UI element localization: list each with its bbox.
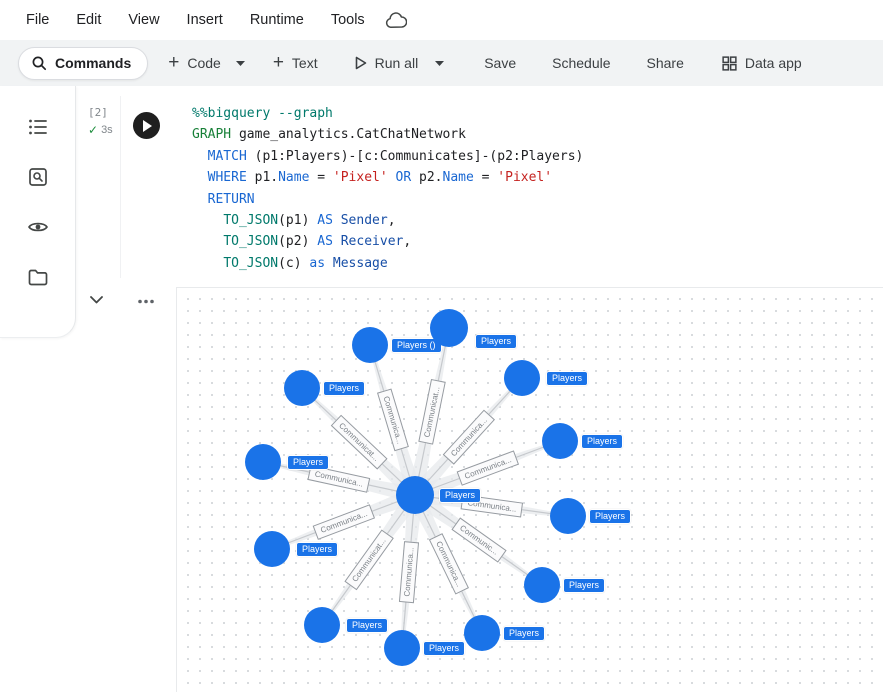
plus-icon: +	[272, 52, 284, 73]
node-label-badge[interactable]: Players	[475, 334, 518, 349]
execution-status: ✓ 3s	[88, 124, 113, 136]
player-node[interactable]	[550, 498, 586, 534]
files-folder-icon[interactable]	[19, 258, 57, 296]
add-code-label: Code	[187, 55, 221, 71]
menu-runtime[interactable]: Runtime	[249, 12, 304, 28]
run-all-label: Run all	[374, 55, 419, 71]
graph-output-canvas[interactable]: Communica...Communicat...Communica...Com…	[176, 287, 883, 692]
success-check-icon: ✓	[88, 123, 99, 137]
player-node[interactable]	[524, 567, 560, 603]
execution-count: [2]	[88, 106, 108, 119]
find-replace-icon[interactable]	[19, 158, 57, 196]
plus-icon: +	[168, 52, 180, 73]
player-node[interactable]	[384, 630, 420, 666]
menu-edit[interactable]: Edit	[76, 12, 102, 28]
player-node[interactable]	[304, 607, 340, 643]
add-text-group: + Text	[272, 52, 318, 73]
code-line[interactable]: %%bigquery --graph	[192, 106, 333, 121]
player-node[interactable]	[430, 309, 468, 347]
add-code-button[interactable]: + Code	[168, 52, 221, 73]
code-line[interactable]: RETURN	[207, 191, 255, 207]
menu-bar: File Edit View Insert Runtime Tools	[0, 0, 883, 40]
run-cell-button[interactable]	[133, 112, 160, 139]
node-label-badge[interactable]: Players	[346, 618, 389, 633]
left-sidebar	[0, 86, 76, 338]
node-label-badge[interactable]: Players	[296, 542, 339, 557]
table-of-contents-icon[interactable]	[19, 108, 57, 146]
code-line[interactable]: TO_JSON(p1) AS Sender,	[223, 213, 396, 229]
node-label-badge[interactable]: Players	[563, 578, 606, 593]
node-label-badge[interactable]: Players	[423, 641, 466, 656]
center-player-node[interactable]	[396, 476, 434, 514]
menu-view[interactable]: View	[128, 12, 160, 28]
cell-left-border	[120, 96, 121, 278]
node-label-badge[interactable]: Players	[503, 626, 546, 641]
add-text-button[interactable]: + Text	[272, 52, 318, 73]
play-icon	[142, 119, 152, 132]
code-line[interactable]: GRAPH game_analytics.CatChatNetwork	[192, 127, 466, 143]
commands-button[interactable]: Commands	[18, 46, 149, 80]
node-label-badge[interactable]: Players	[439, 488, 482, 503]
menu-file[interactable]: File	[26, 12, 50, 28]
run-all-dropdown-caret-icon[interactable]	[435, 60, 445, 66]
toolbar: Commands + Code + Text Run all Save Sche…	[0, 40, 883, 86]
run-all-button[interactable]: Run all	[354, 55, 419, 71]
player-node[interactable]	[464, 615, 500, 651]
node-label-badge[interactable]: Players	[581, 434, 624, 449]
play-outline-icon	[354, 56, 367, 70]
collapse-output-chevron-icon[interactable]	[90, 296, 103, 304]
player-node[interactable]	[284, 370, 320, 406]
player-node[interactable]	[504, 360, 540, 396]
schedule-button[interactable]: Schedule	[552, 55, 611, 71]
code-line[interactable]: WHERE p1.Name = 'Pixel' OR p2.Name = 'Pi…	[207, 170, 553, 186]
inspect-eye-icon[interactable]	[19, 208, 57, 246]
node-label-badge[interactable]: Players	[287, 455, 330, 470]
data-app-label: Data app	[744, 55, 802, 71]
search-icon	[31, 55, 47, 71]
commands-label: Commands	[55, 55, 132, 71]
code-line[interactable]: TO_JSON(p2) AS Receiver,	[223, 234, 412, 250]
menu-insert[interactable]: Insert	[186, 12, 223, 28]
cloud-save-status-icon	[384, 11, 407, 29]
run-all-group: Run all	[354, 55, 445, 71]
player-node[interactable]	[245, 444, 281, 480]
output-more-options-icon[interactable]	[137, 299, 155, 304]
player-node[interactable]	[352, 327, 388, 363]
node-label-badge[interactable]: Players	[546, 371, 589, 386]
add-code-dropdown-caret-icon[interactable]	[235, 60, 245, 66]
share-button[interactable]: Share	[646, 55, 684, 71]
menu-tools[interactable]: Tools	[330, 12, 365, 28]
player-node[interactable]	[254, 531, 290, 567]
data-app-button[interactable]: Data app	[722, 55, 802, 71]
code-line[interactable]: TO_JSON(c) as Message	[223, 255, 388, 271]
add-text-label: Text	[291, 55, 318, 71]
dashboard-grid-icon	[722, 55, 737, 71]
player-node[interactable]	[542, 423, 578, 459]
execution-time: 3s	[101, 124, 113, 136]
save-button[interactable]: Save	[484, 55, 517, 71]
node-label-badge[interactable]: Players	[323, 381, 366, 396]
data-app-group: Data app	[722, 55, 802, 71]
code-line[interactable]: MATCH (p1:Players)-[c:Communicates]-(p2:…	[207, 148, 584, 164]
add-code-group: + Code	[168, 52, 245, 73]
node-label-badge[interactable]: Players	[589, 509, 632, 524]
